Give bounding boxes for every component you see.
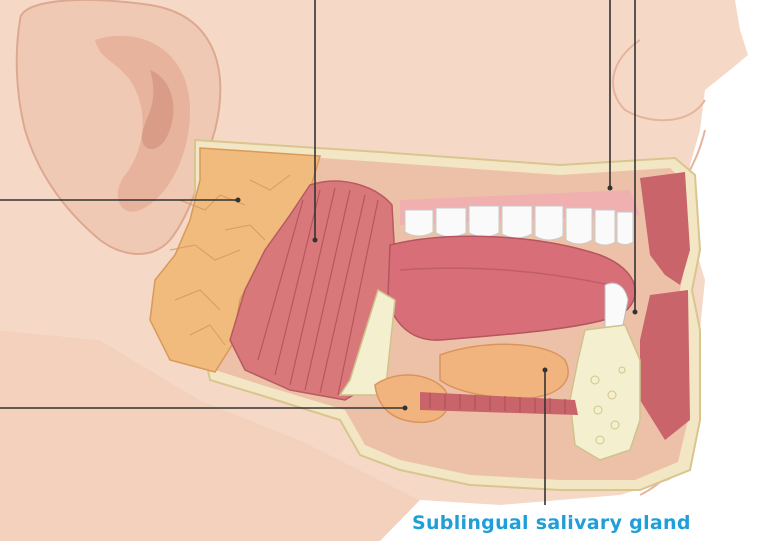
sublingual-gland-label: Sublingual salivary gland bbox=[412, 512, 752, 534]
sublingual-gland bbox=[440, 344, 568, 398]
